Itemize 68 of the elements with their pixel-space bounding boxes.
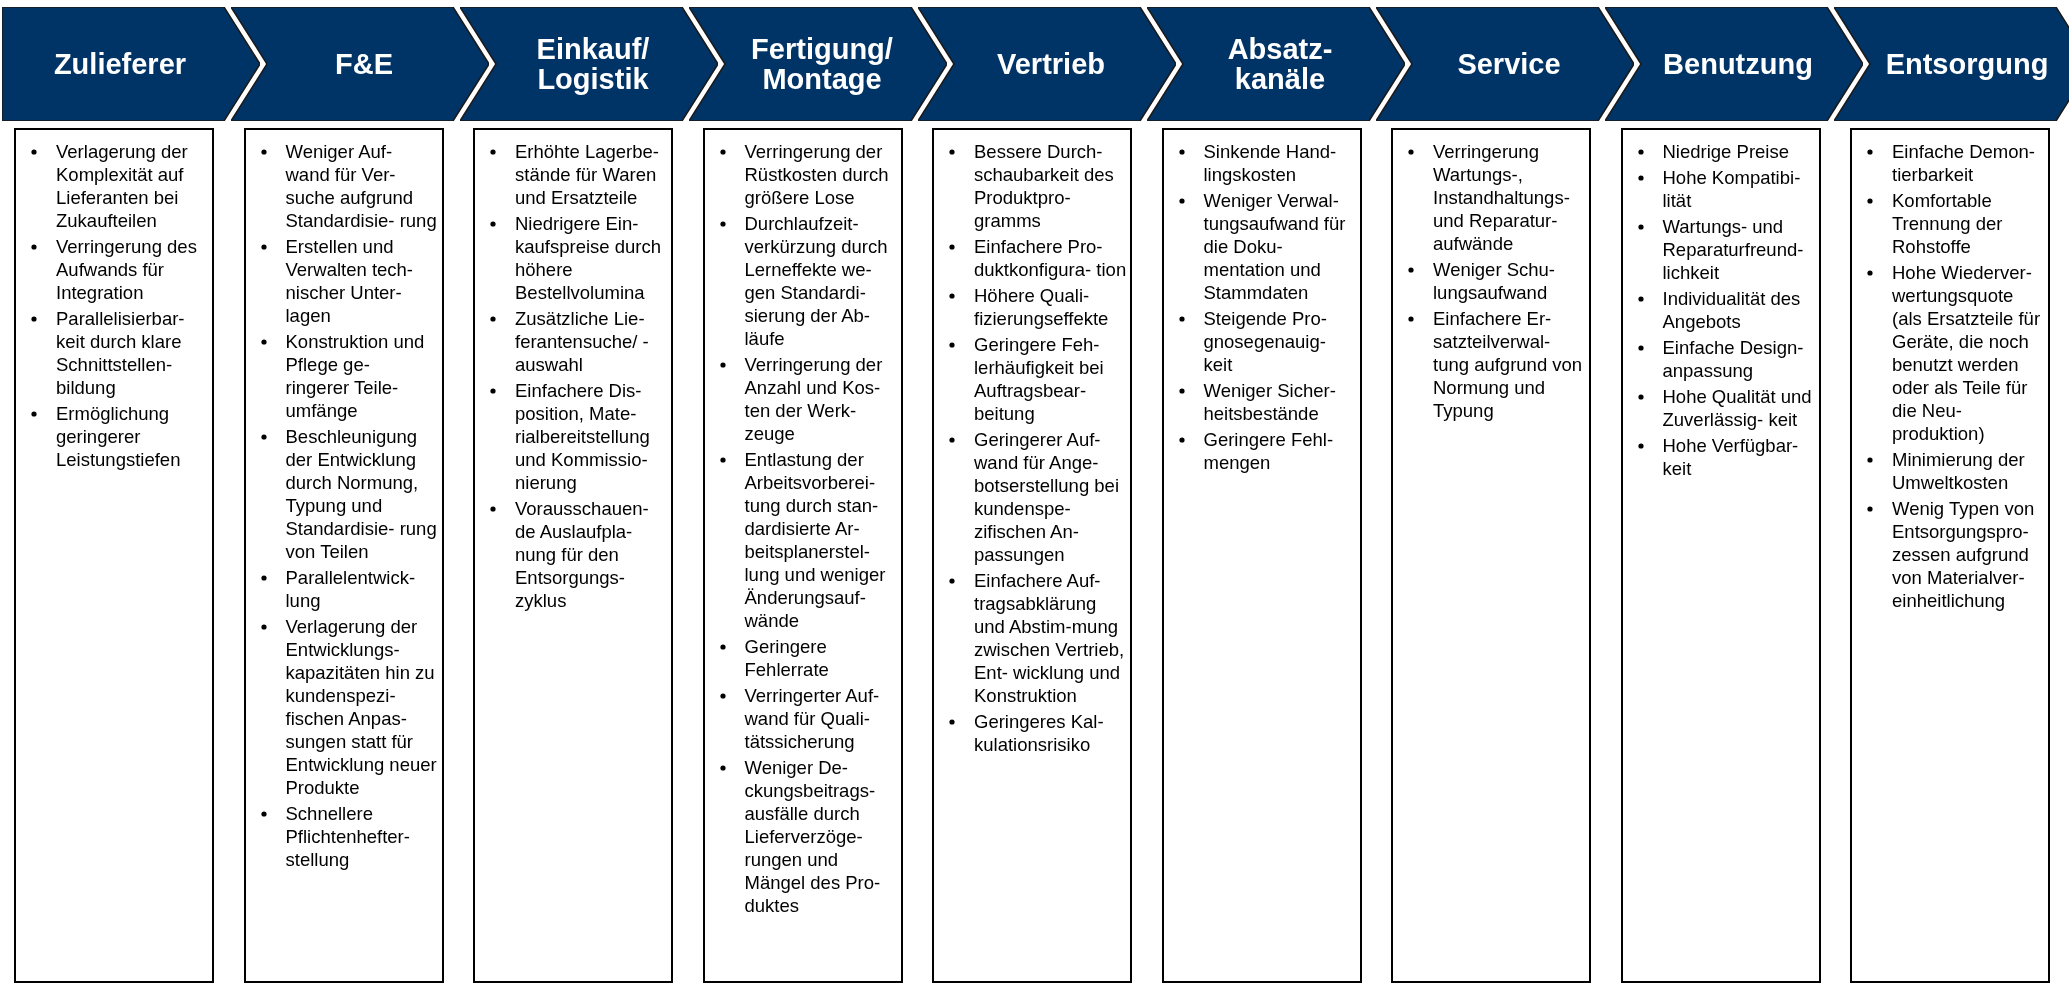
bullet-text: Weniger Verwal- tungsaufwand für die Doku- mentation und Stammdaten <box>1203 189 1347 304</box>
bullet-text: Weniger Schu- lungsaufwand <box>1433 258 1557 304</box>
bullet-text: Einfachere Dis- position, Mate- rialbereitstellung und Kommissio- nierung <box>515 379 651 494</box>
bullet-text: Ermöglichung geringerer Leistungstiefen <box>56 402 182 471</box>
bullet-text: Weniger Auf- wand für Ver- suche aufgrund Standardisie- rung <box>285 140 438 232</box>
benefit-panel <box>243 128 444 983</box>
bullet-text: Höhere Quali- fizierungseffekte <box>974 284 1110 330</box>
bullet-text: Zusätzliche Lie- ferantensuche/ -auswahl <box>515 307 650 376</box>
bullet-text: Vorausschauen- de Auslaufpla- nung für den Entsorgungs- zyklus <box>515 497 650 612</box>
bullet-text: Einfachere Er- satzteilverwal- tung aufgrund von Normung und Typung <box>1433 307 1584 422</box>
bullet-text: Beschleunigung der Entwicklung durch Normung, Typung und Standardisie- rung von Teilen <box>285 425 438 563</box>
stage-title: Service <box>1457 48 1561 80</box>
benefit-panel <box>14 128 214 983</box>
bullet-text: Verringerung des Aufwands für Integration <box>56 235 198 304</box>
bullet-text: Verringerung Wartungs-, Instandhaltungs- und Reparatur- aufwände <box>1433 140 1571 255</box>
bullet-text: Einfache Design- anpassung <box>1662 336 1805 382</box>
bullet-text: Steigende Pro- gnosegenauig- keit <box>1203 307 1328 376</box>
bullet-text: Parallelentwick- lung <box>285 566 417 612</box>
benefit-panel <box>702 128 903 983</box>
bullet-text: Verringerter Auf- wand für Quali- tätssicherung <box>744 684 881 753</box>
bullet-text: Sinkende Hand- lingskosten <box>1203 140 1338 186</box>
benefit-panel <box>1391 128 1591 983</box>
bullet-text: Parallelisierbar- keit durch klare Schnittstellen- bildung <box>56 307 186 399</box>
bullet-text: Verlagerung der Entwicklungs- kapazitäten hin zu kundenspezi- fischen Anpas- sungen statt für Entwicklung neuer Produkte <box>285 615 438 799</box>
bullet-text: Hohe Kompatibi- lität <box>1662 166 1802 212</box>
stage-title: Benutzung <box>1663 48 1813 80</box>
bullet-text: Niedrigere Ein- kaufspreise durch höhere Bestellvolumina <box>515 212 663 304</box>
stage-title: Absatz- kanäle <box>1226 33 1334 95</box>
bullet-text: Wenig Typen von Entsorgungspro- zessen aufgrund von Materialver- einheitlichung <box>1892 497 2036 612</box>
stage-title: Fertigung/ Montage <box>750 33 894 95</box>
stage-title: Entsorgung <box>1885 48 2049 80</box>
bullet-text: Einfache Demon- tierbarkeit <box>1892 140 2036 186</box>
bullet-text: Komfortable Trennung der Rohstoffe <box>1892 189 2004 258</box>
bullet-text: Individualität des Angebots <box>1662 287 1802 333</box>
stage-title: Einkauf/ Logistik <box>535 33 651 95</box>
bullet-text: Verlagerung der Komplexität auf Lieferanten bei Zukaufteilen <box>56 140 189 232</box>
stage-title: Vertrieb <box>997 48 1105 80</box>
bullet-text: Erstellen und Verwalten tech- nischer Unter- lagen <box>285 235 414 327</box>
bullet-text: Einfachere Pro- duktkonfigura- tion <box>974 235 1127 281</box>
bullet-text: Wartungs- und Reparaturfreund- lichkeit <box>1662 215 1805 284</box>
bullet-text: Minimierung der Umweltkosten <box>1892 448 2026 494</box>
bullet-text: Hohe Qualität und Zuverlässig- keit <box>1662 385 1813 431</box>
bullet-text: Niedrige Preise <box>1662 140 1790 163</box>
bullet-text: Verringerung der Anzahl und Kos- ten der Werk- zeuge <box>744 353 884 445</box>
bullet-text: Geringere Fehlerrate <box>744 635 830 681</box>
benefit-panel <box>932 128 1132 983</box>
bullet-text: Schnellere Pflichtenhefter- stellung <box>285 802 411 871</box>
bullet-text: Geringere Feh- lerhäufigkeit bei Auftragsbear- beitung <box>974 333 1105 425</box>
benefit-panel <box>473 128 673 983</box>
stage-title: Zulieferer <box>53 48 187 80</box>
benefit-panel <box>1620 128 1821 983</box>
bullet-text: Weniger Sicher- heitsbestände <box>1203 379 1337 425</box>
bullet-text: Hohe Wiederver- wertungsquote (als Ersatzteile für Geräte, die noch benutzt werden oder als Teile für die Neu- produktion) <box>1892 261 2042 445</box>
stage-title: F&E <box>335 48 393 80</box>
bullet-text: Geringere Fehl- mengen <box>1203 428 1335 474</box>
bullet-text: Geringeres Kal- kulationsrisiko <box>974 710 1105 756</box>
bullet-text: Einfachere Auf- tragsabklärung und Abstim-mung zwischen Vertrieb, Ent- wicklung und Konstruktion <box>974 569 1126 707</box>
bullet-text: Konstruktion und Pflege ge- ringerer Teile- umfänge <box>285 330 426 422</box>
bullet-text: Weniger De- ckungsbeitrags- ausfälle durch Lieferverzöge- rungen und Mängel des Pro- duktes <box>744 756 882 917</box>
bullet-text: Bessere Durch- schaubarkeit des Produktpro- gramms <box>974 140 1115 232</box>
benefit-panel <box>1161 128 1362 983</box>
bullet-text: Erhöhte Lagerbe- stände für Waren und Ersatzteile <box>515 140 660 209</box>
bullet-text: Durchlaufzeit- verkürzung durch Lerneffekte we- gen Standardi- sierung der Ab- läufe <box>744 212 889 350</box>
bullet-text: Entlastung der Arbeitsvorberei- tung durch stan- dardisierte Ar- beitsplanerstel- lung und weniger Änderungsauf- wände <box>744 448 887 632</box>
bullet-text: Hohe Verfügbar- keit <box>1662 434 1800 480</box>
benefit-panel <box>1850 128 2050 983</box>
bullet-text: Verringerung der Rüstkosten durch größere Lose <box>744 140 890 209</box>
bullet-text: Geringerer Auf- wand für Ange- botserstellung bei kundenspe- zifischen An- passungen <box>974 428 1120 566</box>
